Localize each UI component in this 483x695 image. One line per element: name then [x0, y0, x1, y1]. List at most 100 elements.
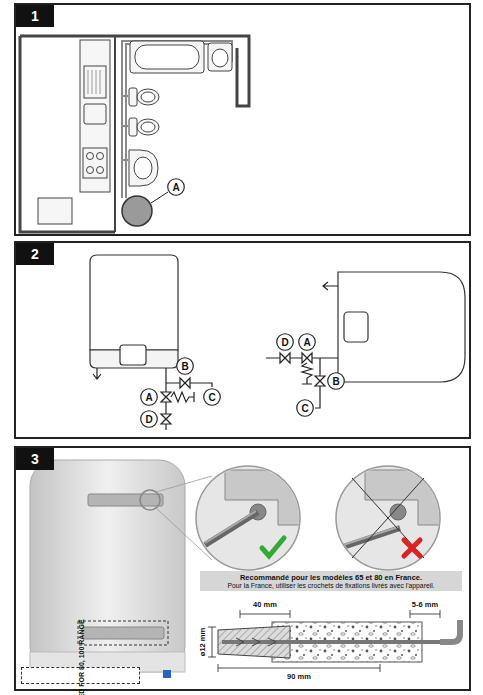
panel-frame: [15, 4, 470, 235]
bathtub: [130, 41, 204, 73]
dimension-lines: [208, 627, 216, 657]
dimension-lines: [410, 610, 440, 618]
water-heater-top-view: [122, 192, 168, 226]
kitchen-counter: [87, 153, 94, 160]
kitchen-counter: [83, 148, 107, 178]
kitchen-counter: [84, 104, 106, 124]
dimension-lines: [208, 610, 440, 672]
wall-plug-section: [236, 638, 276, 646]
water-pipes: [122, 41, 232, 198]
water-heater-top-view: [122, 196, 152, 226]
node-text: SUGGESTED FOR 80, 100 RANGE: [77, 619, 84, 695]
vertical-heater-pipework: [93, 368, 212, 430]
wrong-mounting-detail: [336, 466, 440, 570]
floor-plan-walls: [20, 36, 249, 232]
callout-circle: [177, 358, 194, 375]
callout-circle: [168, 179, 185, 196]
callout-circle: [297, 400, 314, 417]
floor-plan-walls: [20, 36, 115, 232]
vertical-heater-pipework: [193, 392, 194, 402]
bathtub: [135, 45, 199, 69]
wrong-mounting-detail: [336, 466, 440, 570]
bathtub: [130, 41, 232, 73]
panel-number: 2: [16, 243, 54, 265]
callout-letter: C: [296, 399, 314, 417]
toilets: [129, 88, 159, 136]
callout-circle: [299, 334, 316, 351]
horizontal-heater: [344, 312, 368, 342]
dimension-lines: [218, 664, 380, 672]
vertical-heater: [90, 255, 178, 350]
heater-front-view: [30, 460, 185, 672]
wrong-mounting-detail: [340, 527, 398, 546]
correct-mounting-detail: [196, 466, 300, 570]
toilets: [129, 118, 137, 136]
vertical-heater-pipework: [171, 392, 194, 402]
callout-circle: [277, 334, 294, 351]
wrong-mounting-detail: [404, 540, 420, 556]
correct-mounting-detail: [225, 470, 300, 525]
bathtub: [208, 43, 232, 71]
water-heater-top-view: [151, 192, 168, 203]
wrong-mounting-detail: [352, 478, 424, 558]
callout-letter: A: [167, 178, 185, 196]
dimension-label: 90 mm: [286, 673, 312, 681]
washbasin: [134, 157, 152, 179]
dimension-label: 40 mm: [252, 601, 278, 609]
vertical-heater: [120, 345, 146, 365]
water-pipes: [122, 96, 128, 160]
node-body-text: Pour la France, utiliser les crochets de…: [204, 582, 458, 589]
toilets: [137, 119, 159, 135]
callout-letter: B: [176, 357, 194, 375]
floor-plan-walls: [114, 36, 116, 232]
bathtub: [212, 49, 228, 67]
node-text: 3: [31, 451, 39, 467]
toilets: [129, 88, 137, 106]
heater-front-view: [30, 460, 185, 678]
heater-front-view: [82, 627, 164, 639]
node-text: B: [181, 361, 188, 372]
node-text: Recommandé pour les modèles 65 et 80 en …: [204, 573, 458, 582]
callout-letter: B: [327, 372, 345, 390]
horizontal-heater: [338, 272, 465, 382]
heater-front-view: [88, 494, 163, 506]
toilets: [141, 122, 155, 132]
horizontal-heater-pipework: [302, 363, 312, 384]
callout-letter: A: [140, 388, 158, 406]
node-text: 2: [31, 246, 39, 262]
horizontal-heater-pipework: [280, 353, 290, 363]
vertical-heater: [90, 255, 178, 368]
dimension-lines: [240, 610, 290, 618]
washbasin: [129, 150, 158, 186]
callout-letter: D: [140, 410, 158, 428]
wrong-mounting-detail: [365, 470, 440, 525]
node-text: C: [301, 403, 308, 414]
toilets: [137, 89, 159, 105]
callout-circle: [141, 411, 158, 428]
wall-plug-section: [218, 620, 460, 662]
panel-frame: [15, 242, 470, 438]
correct-mounting-detail: [262, 538, 284, 556]
kitchen-counter: [38, 198, 72, 224]
node-text: D: [281, 337, 288, 348]
panel-number: 1: [16, 5, 54, 27]
vertical-heater-pipework: [161, 392, 171, 402]
horizontal-heater-pipework: [266, 282, 338, 408]
panel-frame: [15, 4, 470, 235]
node-text: B: [332, 376, 339, 387]
correct-mounting-detail: [205, 512, 258, 545]
dimension-label: 5-6 mm: [411, 601, 439, 609]
horizontal-heater-pipework: [302, 353, 312, 363]
vertical-heater-pipework: [180, 378, 190, 388]
floor-plan-walls: [20, 36, 249, 106]
node-text: A: [303, 337, 310, 348]
panel-frame: [15, 242, 470, 438]
correct-mounting-detail: [205, 470, 300, 545]
callout-letter: C: [203, 388, 221, 406]
node-text: D: [145, 414, 152, 425]
horizontal-heater-pipework: [323, 282, 338, 290]
panel-number: 3: [16, 448, 54, 470]
node-text: A: [172, 182, 179, 193]
